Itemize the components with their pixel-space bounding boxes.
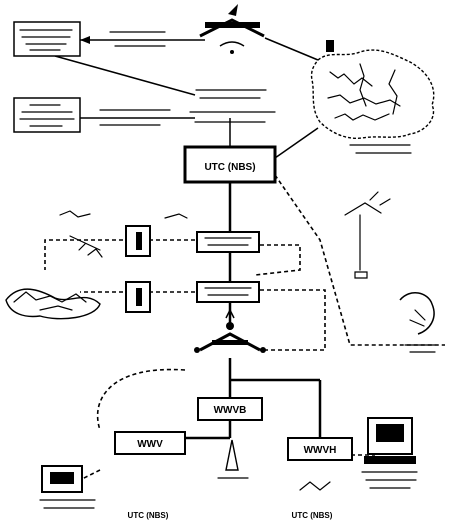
caption-utc-right: UTC (NBS) (292, 511, 333, 520)
terrain-left-icon (6, 289, 100, 319)
link-system1-clock (150, 228, 195, 240)
info-box-top (14, 22, 80, 56)
system-box-2 (197, 282, 259, 302)
link-utc-map (275, 128, 318, 158)
system-box-1 (197, 232, 259, 252)
link-box1-receiver (55, 56, 195, 95)
station-wwvh: WWVH (288, 438, 352, 460)
receiver-dish-right-icon (400, 293, 435, 352)
signal-wave-icon (300, 482, 330, 490)
satellite-icon (200, 4, 264, 54)
clock-unit-icon (126, 226, 150, 256)
caption-utc-center: UTC (NBS) (128, 511, 169, 520)
antenna-tower-right-icon (345, 192, 390, 278)
utc-node-label: UTC (NBS) (204, 162, 255, 173)
link-satellite-map (265, 38, 318, 60)
link-caption-scribbles (100, 32, 275, 125)
station-wwv: WWV (115, 432, 185, 454)
link-dish-left (98, 370, 185, 430)
antenna-left-icon (60, 211, 187, 257)
station-wwv-label: WWV (137, 439, 163, 450)
info-box-middle (14, 98, 80, 132)
link-system1-loop (255, 245, 300, 275)
station-wwvb: WWVB (198, 398, 262, 420)
utc-node: UTC (NBS) (185, 147, 275, 182)
station-wwvb-label: WWVB (214, 405, 247, 416)
clock-unit-icon (126, 282, 150, 312)
radio-tower-icon (218, 440, 248, 478)
terminal-right-icon (362, 418, 417, 488)
coverage-map-icon (312, 40, 434, 153)
station-wwvh-label: WWVH (304, 445, 337, 456)
link-system2-loop (260, 290, 325, 350)
terminal-left-icon (40, 466, 95, 508)
arrow-head-icon (80, 36, 90, 44)
